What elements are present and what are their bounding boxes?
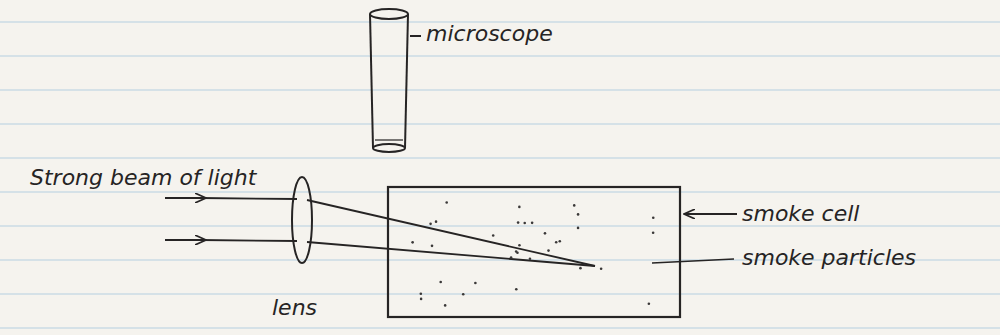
smoke-particle — [492, 234, 495, 237]
smoke-particle — [411, 241, 414, 244]
smoke-particle — [420, 292, 423, 295]
ruled-line — [0, 90, 1000, 91]
smoke-particle — [547, 249, 550, 252]
smoke-particle — [515, 250, 518, 253]
smoke-particles-dots — [411, 201, 654, 307]
smoke-particle — [600, 268, 603, 271]
smoke-particle — [435, 220, 438, 223]
smoke-particle — [652, 231, 655, 234]
ruled-lines — [0, 22, 1000, 328]
smoke-particle — [431, 245, 434, 248]
smoke-particle — [652, 217, 655, 220]
smoke-particle — [445, 201, 448, 204]
smoke-particle — [558, 240, 561, 243]
smoke-particle — [518, 206, 521, 209]
smoke-particle — [555, 241, 558, 244]
smoke-particle — [573, 204, 576, 207]
leader-arrow — [685, 213, 737, 215]
smoke-particle — [510, 256, 513, 259]
part-label: Strong beam of light — [30, 166, 256, 190]
smoke-particle — [515, 288, 518, 291]
smoke-particle — [517, 221, 520, 224]
smoke-cell-box — [388, 187, 680, 317]
smoke-particle — [518, 244, 521, 247]
smoke-particle — [544, 232, 547, 235]
part-label: microscope — [426, 22, 553, 46]
lens-shape — [292, 177, 312, 263]
smoke-particle — [579, 267, 582, 270]
smoke-particle — [462, 293, 465, 296]
smoke-particle — [577, 227, 580, 230]
ruled-line — [0, 56, 1000, 57]
smoke-particle — [439, 281, 442, 284]
smoke-particle — [474, 282, 477, 285]
part-label: smoke cell — [742, 202, 859, 226]
ruled-line — [0, 294, 1000, 295]
part-label: lens — [272, 296, 317, 320]
smoke-particle — [529, 257, 532, 260]
ruled-line — [0, 158, 1000, 159]
smoke-particle — [420, 298, 423, 301]
smoke-particle — [648, 302, 651, 305]
smoke-particle — [523, 222, 526, 225]
ruled-line — [0, 328, 1000, 329]
ruled-line — [0, 192, 1000, 193]
smoke-particle — [429, 223, 432, 226]
smoke-particle — [577, 213, 580, 216]
microscope-tube — [370, 9, 408, 152]
leader-line — [652, 259, 734, 263]
ruled-line — [0, 124, 1000, 125]
smoke-particle — [444, 304, 447, 307]
light-beam — [165, 198, 595, 266]
part-label: smoke particles — [742, 246, 916, 270]
smoke-particle — [531, 222, 534, 225]
leader-line — [410, 35, 421, 37]
